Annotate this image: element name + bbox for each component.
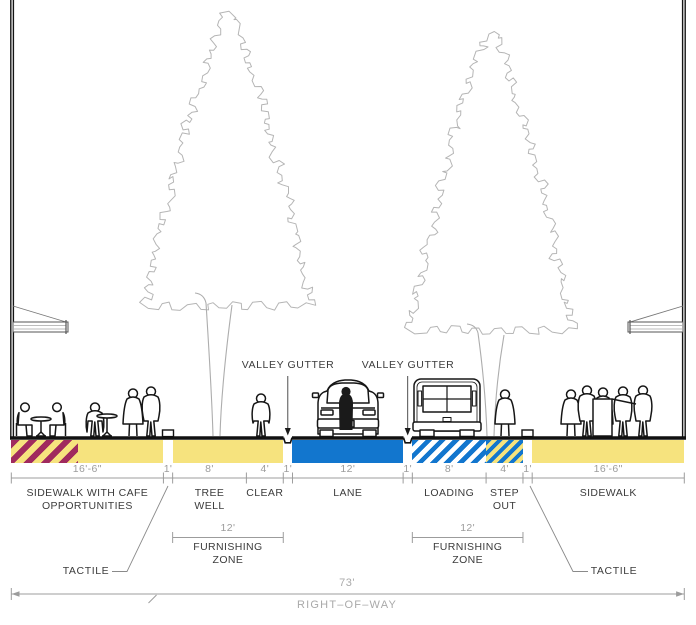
awning-right xyxy=(627,305,684,334)
tactile-paver-left xyxy=(161,429,175,438)
zone-dim-step-out: 4' xyxy=(500,463,509,475)
pedestrian-clear-zone xyxy=(251,393,271,437)
zone-label-lane: LANE xyxy=(333,487,363,499)
zone-label-loading: LOADING xyxy=(424,487,475,499)
zone-label-step-out: STEP OUT xyxy=(490,487,520,512)
zone-band-tree-well xyxy=(172,440,247,463)
furnishing-zone-dim-left: 12' xyxy=(220,522,236,534)
zone-dim-clear: 4' xyxy=(260,463,270,475)
zone-dim-gutter-right: 1' xyxy=(403,463,413,475)
car xyxy=(311,379,385,438)
sidewalk-group-right xyxy=(560,385,653,437)
cafe-tactile-hatch xyxy=(11,440,79,463)
street-trees xyxy=(139,10,578,335)
furnishing-zone-label-left: FURNISHING ZONE xyxy=(193,541,263,566)
total-width-label: 73' xyxy=(339,577,355,589)
tree-canopy-right xyxy=(404,31,578,335)
furnishing-zone-dim-right: 12' xyxy=(460,522,476,534)
zone-band-clear xyxy=(246,440,284,463)
zone-label-sidewalk: SIDEWALK xyxy=(579,487,637,499)
pedestrian-figures xyxy=(15,385,653,437)
zone-dim-sidewalk: 16'-6" xyxy=(593,463,623,475)
tactile-label-right: TACTILE xyxy=(590,565,638,577)
furnishing-zone-label-right: FURNISHING ZONE xyxy=(432,541,503,566)
zone-dim-sidewalk-cafe: 16'-6" xyxy=(72,463,102,475)
zone-label-sidewalk-cafe: SIDEWALK WITH CAFE OPPORTUNITIES xyxy=(26,487,149,512)
tactile-leader-right xyxy=(529,485,588,572)
zone-label-clear: CLEAR xyxy=(246,487,284,499)
zone-dim-tactile-right: 1' xyxy=(523,463,532,475)
zone-dim-tree-well: 8' xyxy=(205,463,214,475)
delivery-van xyxy=(412,378,482,438)
zone-dim-gutter-left: 1' xyxy=(283,463,293,475)
zone-dim-lane: 12' xyxy=(340,463,356,475)
zone-dim-loading: 8' xyxy=(444,463,454,475)
zone-band-step-out xyxy=(486,440,523,463)
building-wall-right xyxy=(681,0,686,438)
zone-label-tree-well: TREE WELL xyxy=(194,487,225,512)
tree-trunk-left xyxy=(194,292,233,437)
cafe-seating-group xyxy=(15,386,161,437)
dimension-lines xyxy=(10,472,685,543)
valley-gutter-arrow-right xyxy=(404,376,411,436)
pedestrian-step-out xyxy=(494,389,516,437)
building-wall-left xyxy=(10,0,15,438)
zone-band-loading xyxy=(412,440,487,463)
tree-trunk-right xyxy=(466,323,505,437)
driver-silhouette xyxy=(339,386,353,430)
zone-band-lane xyxy=(292,440,404,463)
awning-left xyxy=(12,305,69,334)
valley-gutter-arrow-left xyxy=(284,376,291,436)
tree-canopy-left xyxy=(139,10,317,311)
valley-gutter-notch-right xyxy=(402,437,413,444)
valley-gutter-label-right: VALLEY GUTTER xyxy=(361,359,455,371)
right-of-way-dimension xyxy=(10,588,685,604)
tactile-leader-left xyxy=(112,485,169,572)
tactile-paver-right xyxy=(521,429,534,438)
zone-dim-tactile-left: 1' xyxy=(163,463,173,475)
valley-gutter-label-left: VALLEY GUTTER xyxy=(241,359,335,371)
right-of-way-label: RIGHT–OF–WAY xyxy=(297,599,397,611)
valley-gutter-notch-left xyxy=(282,437,293,444)
tactile-label-left: TACTILE xyxy=(62,565,110,577)
zone-band-sidewalk xyxy=(532,440,685,463)
